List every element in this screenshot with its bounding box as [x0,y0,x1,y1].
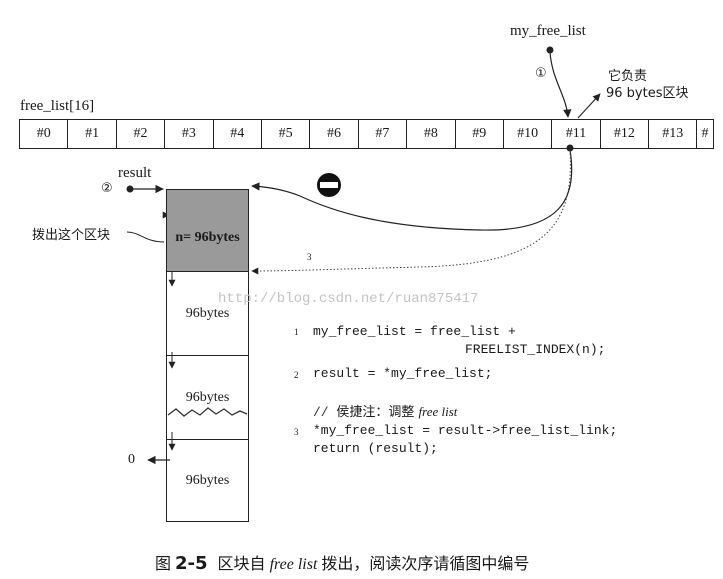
free-list-label: free_list[16] [20,98,95,114]
cut-link-icon [317,173,341,197]
free-block-2: 96bytes [166,355,249,440]
code-line-3: *my_free_list = result->free_list_link; [313,423,618,438]
extract-label: 拨出这个区块 [32,228,111,243]
code-line-4: return (result); [313,441,438,456]
free-block-3-label: 96bytes [185,472,230,488]
relink-dotted-curve [251,149,571,275]
free-block-2-label: 96bytes [185,390,230,405]
free-list-array: #0#1#2#3#4#5#6#7#8#9#10#11#12#13# [19,119,714,149]
free-list-cell: #6 [310,120,359,148]
free-list-cell: #0 [20,120,69,148]
free-list-cell: #11 [552,120,601,148]
code-line-3-num: 3 [294,427,299,437]
watermark: http://blog.csdn.net/ruan875417 [218,291,479,307]
free-list-cell: #13 [649,120,698,148]
figure-caption: 图 2-5 区块自 free list 拨出，阅读次序请循图中编号 [155,550,529,574]
code-line-1: my_free_list = free_list + [313,324,516,339]
free-list-cell: #12 [601,120,650,148]
my-free-list-arrow [549,51,572,118]
caption-number: 2-5 [175,553,208,574]
caption-text-a: 区块自 [217,554,266,573]
free-list-cell: #8 [407,120,456,148]
my-free-list-dot [546,46,554,54]
code-line-1-cont: FREELIST_INDEX(n); [465,342,606,357]
free-list-cell: #2 [117,120,166,148]
code-comment: // 侯捷注：调整 free list [313,404,458,420]
free-list-cell: #5 [262,120,311,148]
code-line-1-num: 1 [294,327,299,337]
code-line-2-num: 2 [294,370,299,380]
extract-pointer [126,231,165,243]
step-2-marker: ② [101,181,113,196]
free-list-cell: #7 [359,120,408,148]
comment-italic: free list [418,404,458,419]
free-list-cell: #9 [456,120,504,148]
caption-text-b: 拨出，阅读次序请循图中编号 [321,554,530,573]
free-block-1-label: 96bytes [185,305,230,321]
responsible-arrow [577,93,601,119]
free-block-1: 96bytes [166,271,249,356]
result-dot [126,185,134,193]
caption-italic: free list [269,556,318,573]
shaded-block: n= 96bytes [166,189,249,272]
result-label: result [118,165,152,181]
null-label: 0 [128,452,135,467]
free-list-cell: #4 [214,120,262,148]
responsible-note-line2: 96 bytes区块 [606,86,689,101]
free-block-3: 96bytes [166,439,249,522]
free-list-cell: #3 [165,120,214,148]
step-3-marker: 3 [307,252,312,262]
code-line-2: result = *my_free_list; [313,366,493,381]
free-list-cell: # [701,126,709,141]
caption-prefix: 图 [155,554,172,573]
free-list-cell: #1 [68,120,117,148]
step-1-marker: ① [535,66,547,81]
block-size-label: n= 96bytes [175,229,240,245]
slot-to-block-curve [251,149,573,231]
code-comment-text: 侯捷注：调整 [336,405,419,420]
break-line [167,407,248,417]
my-free-list-label: my_free_list [510,23,586,39]
responsible-note-line1: 它负责 [608,69,648,84]
free-list-cell: #10 [504,120,553,148]
